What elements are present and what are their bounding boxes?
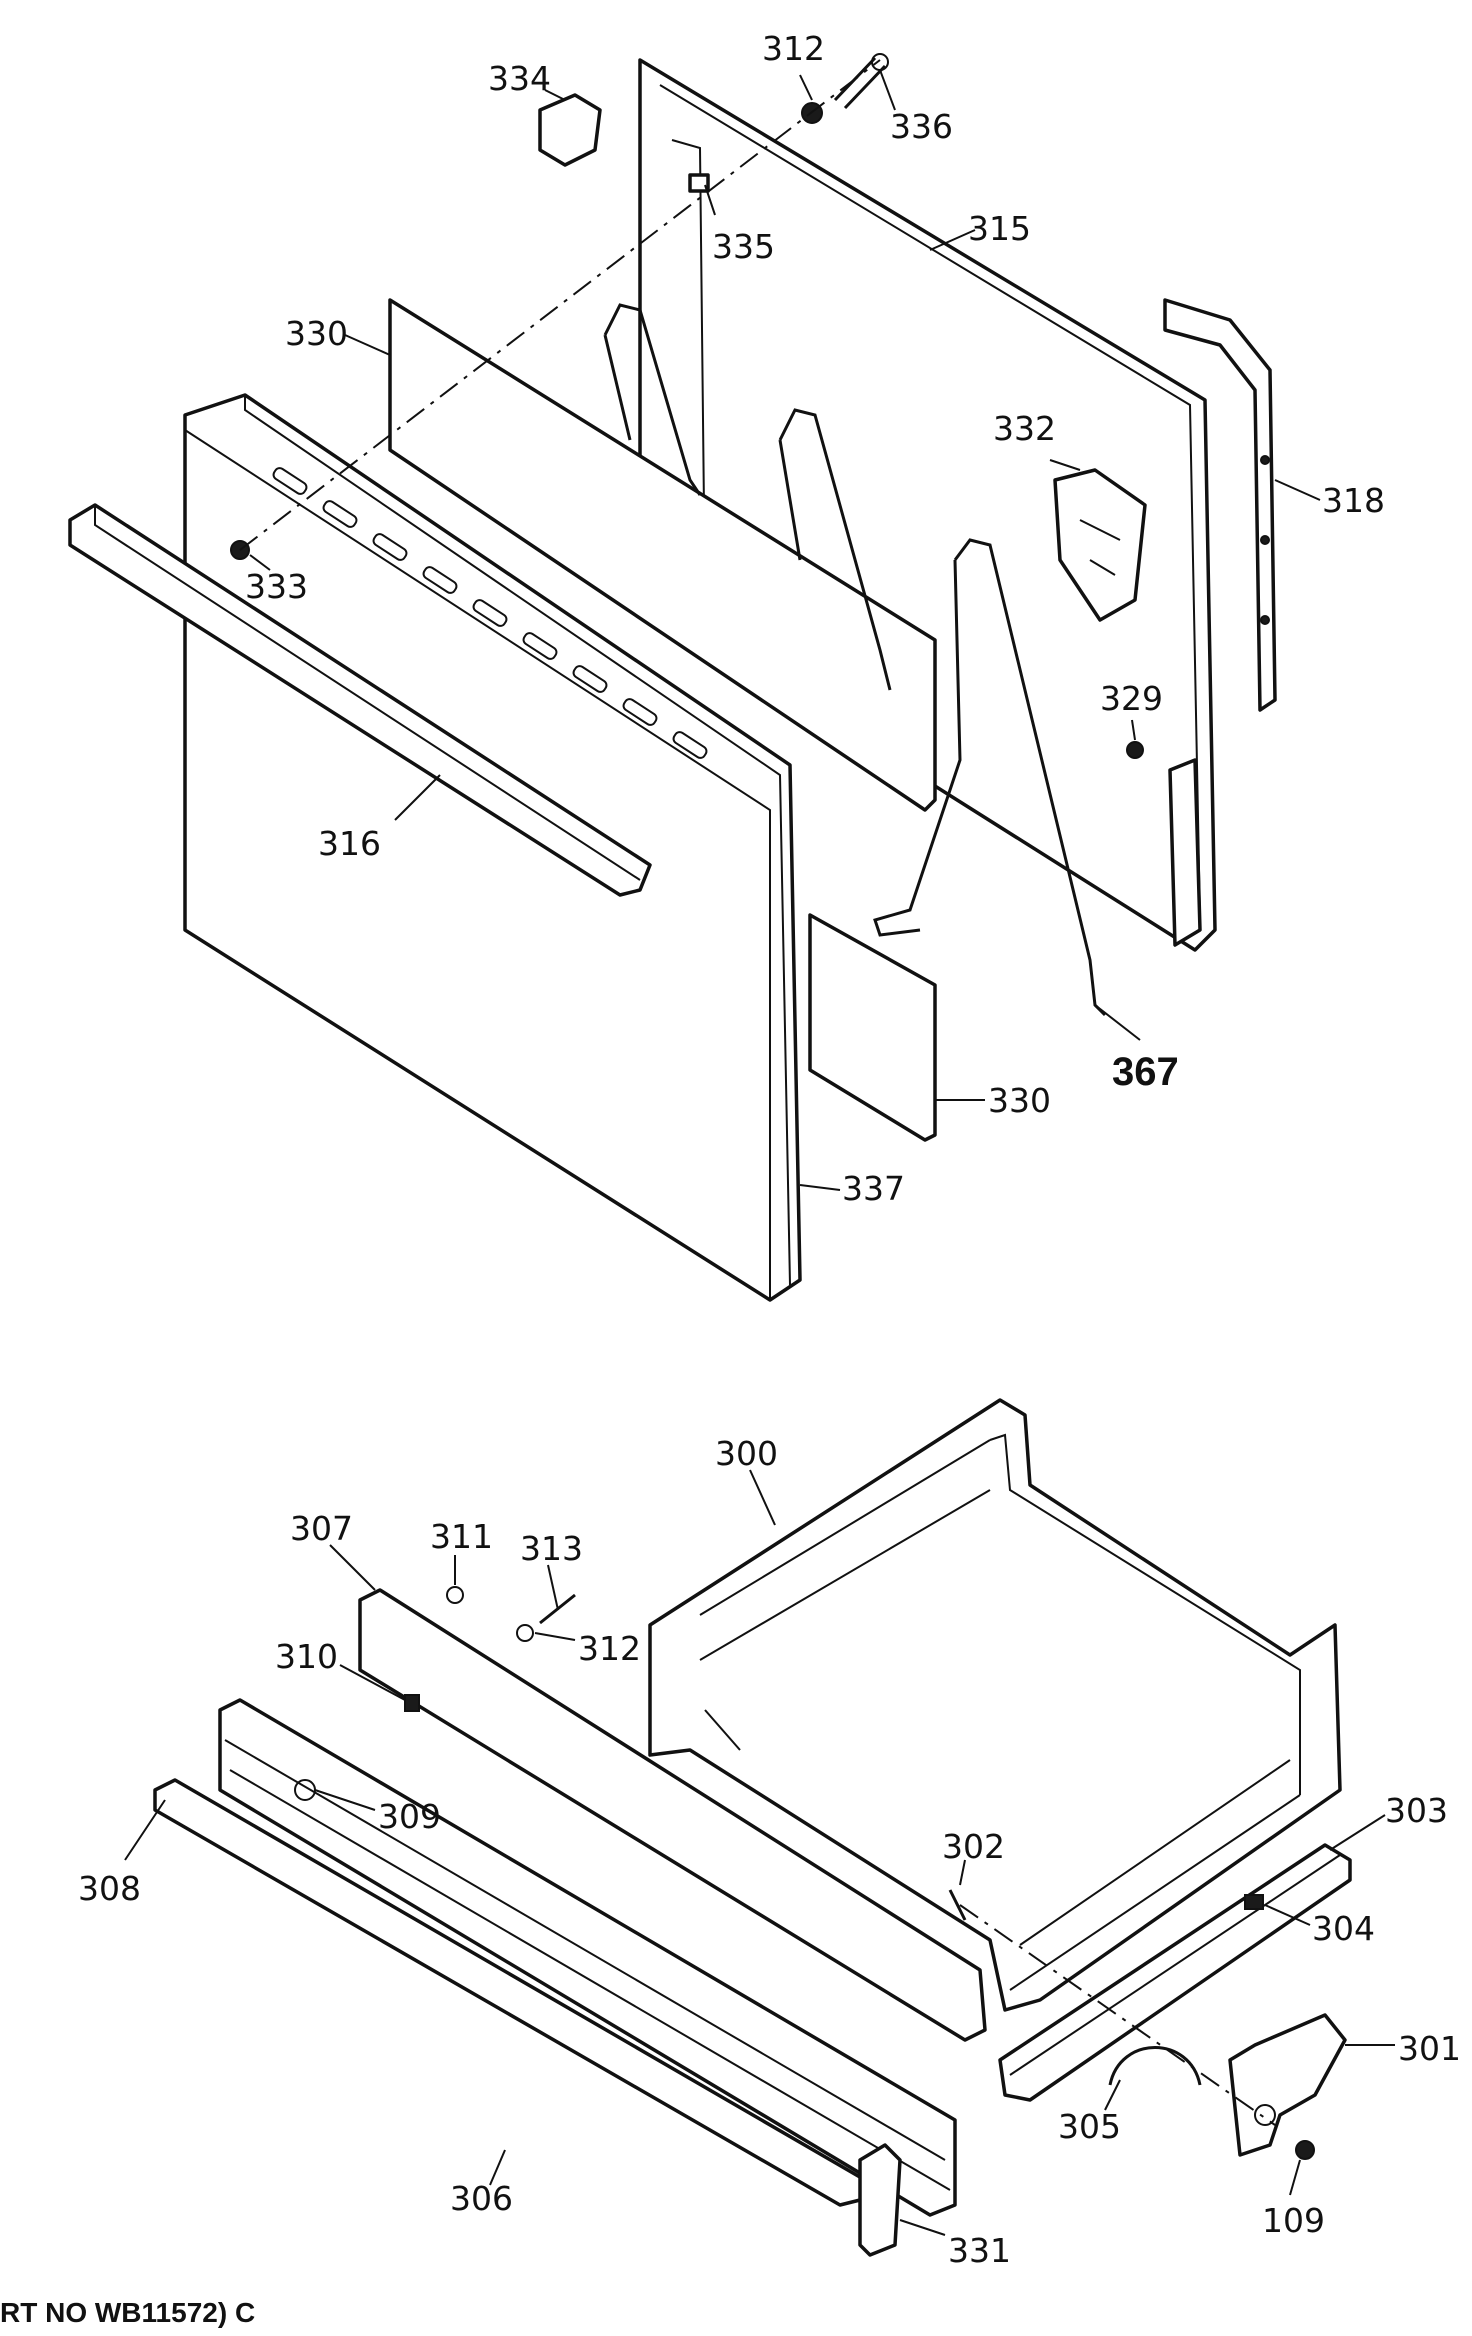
label-312-top: 312: [762, 29, 825, 68]
label-334: 334: [488, 59, 551, 98]
assembly-centerline-top: [239, 59, 881, 551]
label-303: 303: [1385, 1791, 1448, 1830]
door-handle-316: [68, 503, 652, 897]
vent-slots: [272, 467, 708, 759]
screw-336: [833, 56, 887, 110]
label-307: 307: [290, 1509, 353, 1548]
label-300: 300: [715, 1434, 778, 1473]
leader-lines: [124, 69, 1395, 2236]
label-330-upper: 330: [285, 314, 348, 353]
label-333: 333: [245, 567, 308, 606]
drawer-body-300: [648, 1398, 1342, 2012]
drawer-bracket-331: [858, 2143, 902, 2257]
part-labels: 334 312 336 335 315 330 318 332 333 329 …: [0, 29, 1461, 2328]
clip-335: [688, 173, 710, 193]
label-330-lower: 330: [988, 1081, 1051, 1120]
label-315: 315: [968, 209, 1031, 248]
label-313: 313: [520, 1529, 583, 1568]
label-305: 305: [1058, 2107, 1121, 2146]
drawer-bracket-301: [1228, 2013, 1347, 2157]
label-312-bottom: 312: [578, 1629, 641, 1668]
washer-311: [446, 1586, 464, 1604]
insulation-block-332: [1053, 468, 1147, 622]
outer-door-panel-337: [183, 393, 802, 1302]
label-310: 310: [275, 1637, 338, 1676]
label-311: 311: [430, 1517, 493, 1556]
pin-302: [948, 1889, 967, 1921]
wire-supports-367: [603, 303, 1107, 1017]
door-gasket-318: [1163, 298, 1277, 712]
washer-312-bottom: [516, 1624, 534, 1642]
label-109: 109: [1262, 2201, 1325, 2240]
clip-334: [538, 93, 602, 167]
label-302: 302: [942, 1827, 1005, 1866]
label-316: 316: [318, 824, 381, 863]
drawer-front-306: [218, 1698, 957, 2217]
label-304: 304: [1312, 1909, 1375, 1948]
label-332: 332: [993, 409, 1056, 448]
label-336: 336: [890, 107, 953, 146]
insulation-panel-330-upper: [388, 298, 937, 812]
spring-clip-305: [1108, 2046, 1202, 2086]
label-308: 308: [78, 1869, 141, 1908]
drawer-side-307: [358, 1588, 987, 2042]
label-309: 309: [378, 1797, 441, 1836]
label-337: 337: [842, 1169, 905, 1208]
label-301: 301: [1398, 2029, 1461, 2068]
door-hardware: [230, 53, 1202, 947]
label-329: 329: [1100, 679, 1163, 718]
footer-part-number: RT NO WB11572) C: [0, 2297, 255, 2328]
clip-310: [404, 1694, 420, 1712]
label-335: 335: [712, 227, 775, 266]
label-306: 306: [450, 2179, 513, 2218]
nut-109: [1295, 2140, 1315, 2160]
label-318: 318: [1322, 481, 1385, 520]
insulation-panel-330-lower: [808, 913, 937, 1142]
label-367: 367: [1112, 1050, 1179, 1094]
screw-329: [1126, 741, 1144, 759]
label-331: 331: [948, 2231, 1011, 2270]
clip-304: [1244, 1894, 1264, 1910]
hinge-bracket: [1168, 758, 1202, 947]
